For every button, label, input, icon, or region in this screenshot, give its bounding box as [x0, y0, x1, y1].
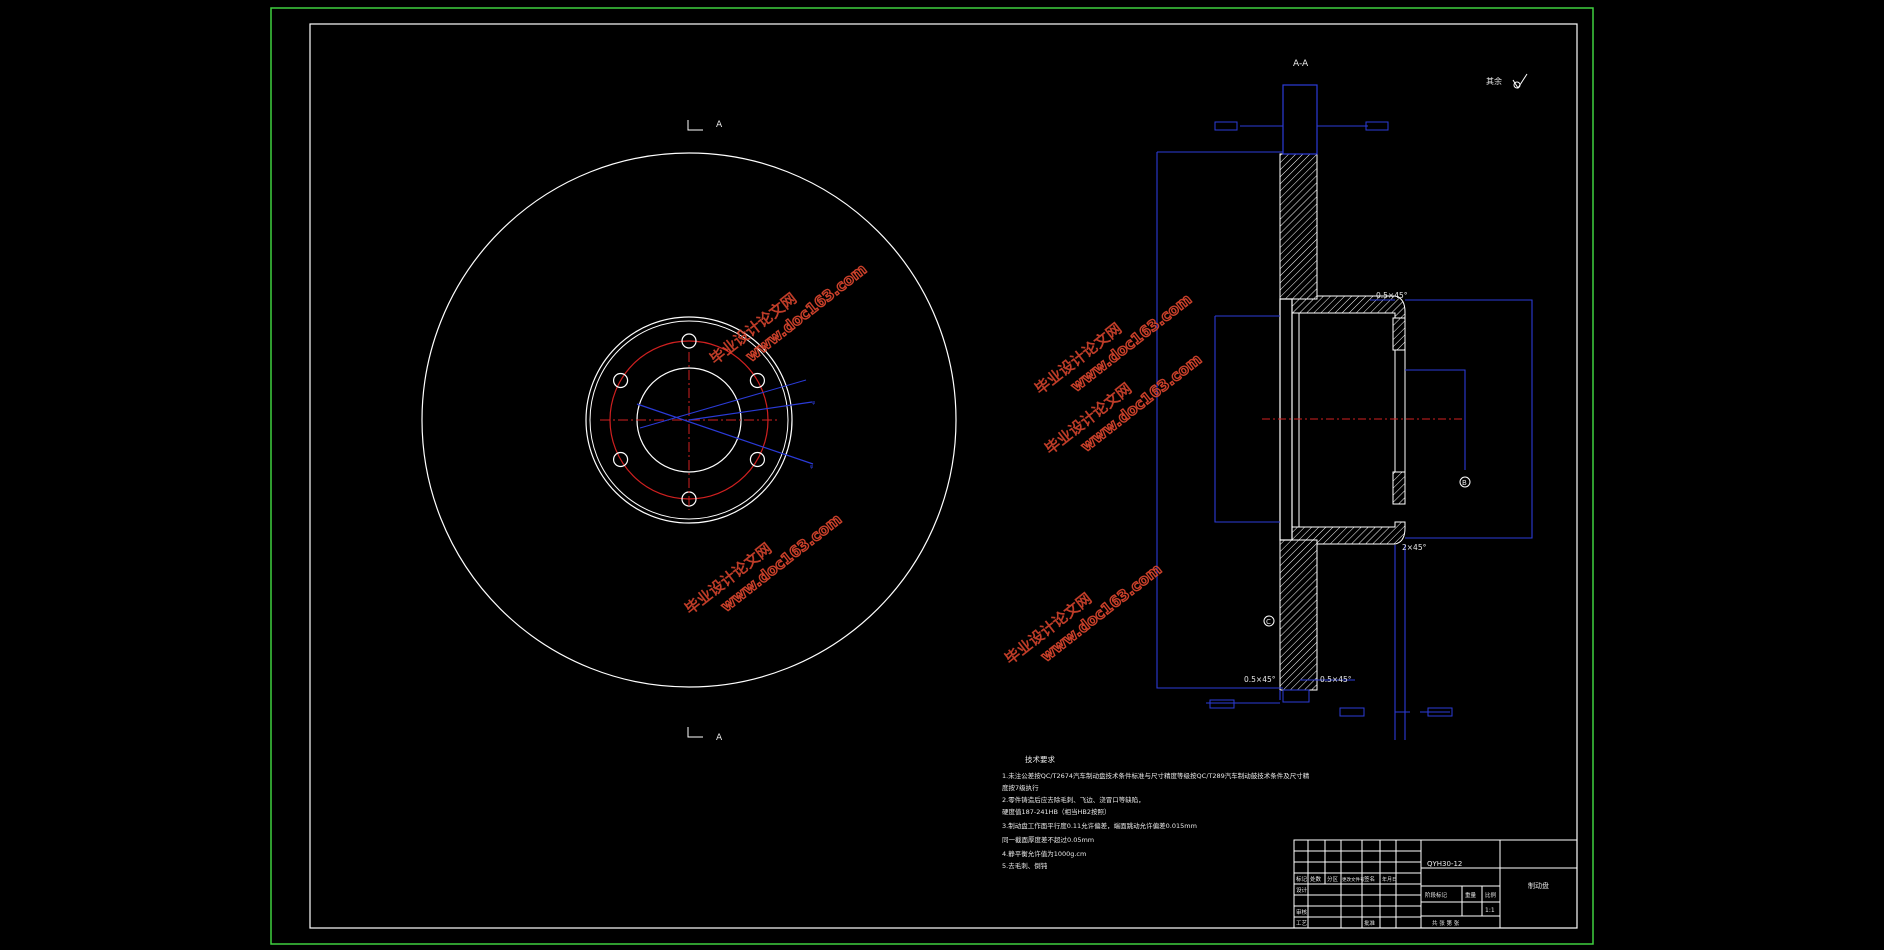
dimension-lines	[1156, 125, 1533, 740]
roughness-note-label: 其余	[1486, 76, 1502, 86]
disc-rim-upper-hatch	[1279, 153, 1318, 300]
tb-label: 工艺	[1296, 920, 1308, 927]
tb-label: 重量	[1465, 891, 1477, 899]
tb-label: 批准	[1364, 919, 1376, 927]
section-view: A-A 其余	[1156, 59, 1533, 740]
tolerance-box-right	[1365, 121, 1389, 131]
tb-label: 年月日	[1382, 876, 1397, 883]
tech-line: 1.未注公差按QC/T2674汽车制动盘技术条件标准与尺寸精度等级按QC/T28…	[1002, 771, 1310, 780]
tech-line: 2.零件铸造后应去除毛刺、飞边、浇冒口等缺陷，	[1002, 795, 1145, 804]
hub-outer-circle	[585, 316, 793, 524]
part-name: 制动盘	[1528, 881, 1549, 890]
drawing-number: QYH30-12	[1427, 860, 1462, 868]
rim-top-tab	[1282, 84, 1318, 155]
tb-label: 处数	[1310, 875, 1322, 883]
tech-requirements: 技术要求 1.未注公差按QC/T2674汽车制动盘技术条件标准与尺寸精度等级按Q…	[1002, 754, 1310, 870]
bolt-hole	[612, 372, 629, 389]
leader-line-2	[636, 403, 814, 465]
tb-label: 签名	[1364, 875, 1375, 883]
inner-frame	[309, 23, 1578, 929]
disc-outer-circle	[421, 152, 957, 688]
tb-label: 比例	[1485, 891, 1497, 899]
title-block-text: QYH30-12 制动盘 1:1 标记 处数 分区 更改文件号 签名 年月日 设…	[1296, 860, 1549, 927]
tolerance-box-left	[1214, 121, 1238, 131]
tb-label: 审核	[1296, 908, 1308, 916]
tb-label: 共 张 第 张	[1432, 919, 1460, 927]
datum-b-label: B	[1462, 479, 1467, 487]
leader-line-3	[639, 379, 807, 429]
tech-requirements-title: 技术要求	[1025, 754, 1055, 764]
section-mark-top: A	[716, 120, 723, 130]
tech-line: 3.制动盘工作面平行度0.11允许偏差，端面跳动允许偏差0.015mm	[1002, 821, 1197, 830]
hub-bore-face	[1394, 349, 1406, 473]
hub-flange-upper-hatch	[1392, 317, 1406, 351]
tech-line: 5.去毛刺、倒钝	[1002, 861, 1048, 870]
tolerance-box-bottom-right	[1427, 707, 1453, 717]
chamfer-bottom-left: 0.5×45°	[1244, 675, 1276, 684]
chamfer-bottom-right: 0.5×45°	[1320, 675, 1352, 684]
leader-label-1: φ	[812, 400, 816, 406]
leader-label-2: φ	[810, 464, 814, 470]
section-arrow-top	[687, 120, 703, 131]
bolt-hole	[749, 451, 766, 468]
datum-c-circle	[1263, 615, 1275, 627]
hub-flange-lower-hatch	[1392, 471, 1406, 505]
chamfer-mid: 2×45°	[1402, 543, 1427, 552]
section-mark-bottom: A	[716, 733, 723, 743]
tb-label: 分区	[1327, 875, 1339, 883]
title-block	[1293, 839, 1578, 929]
bolt-hole	[681, 333, 697, 349]
scale-value: 1:1	[1485, 907, 1495, 914]
chamfer-top: 0.5×45°	[1376, 291, 1408, 300]
tb-label: 更改文件号	[1342, 876, 1365, 883]
tech-line: 硬度值187-241HB（相当HB2按照）	[1002, 807, 1111, 816]
disc-rim-lower-hatch	[1279, 539, 1318, 691]
rim-bottom-tab	[1282, 689, 1310, 703]
hub-outer-circle-2	[589, 320, 789, 520]
tb-label: 标记	[1296, 875, 1308, 883]
tech-line: 同一截面厚度差不超过0.05mm	[1002, 835, 1094, 844]
tb-label: 设计	[1296, 886, 1308, 894]
bolt-hole	[612, 451, 629, 468]
tech-line: 度按7级执行	[1002, 783, 1039, 792]
bolt-hole	[749, 372, 766, 389]
tb-label: 阶段标记	[1425, 891, 1448, 899]
datum-c-label: C	[1266, 618, 1271, 626]
section-view-title: A-A	[1293, 59, 1309, 69]
outer-border	[270, 7, 1594, 945]
roughness-circle-icon	[1513, 81, 1521, 89]
tolerance-box-bottom-left	[1209, 699, 1235, 709]
tolerance-box-bottom-mid	[1339, 707, 1365, 717]
datum-b-circle	[1459, 476, 1471, 488]
section-arrow-bottom	[687, 727, 703, 738]
tech-line: 4.静平衡允许值为1000g.cm	[1002, 849, 1086, 858]
leader-line-1	[688, 401, 813, 421]
front-view: φ φ A A	[421, 120, 957, 743]
